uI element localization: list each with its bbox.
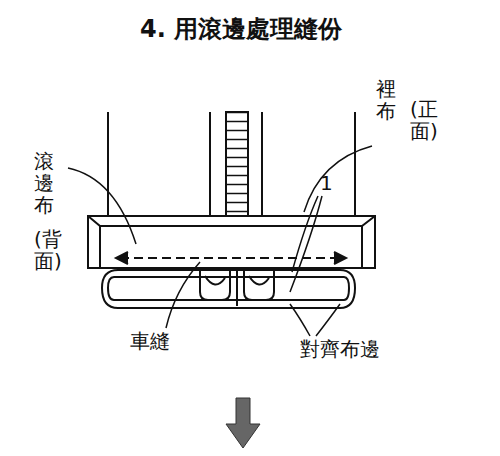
side-note: (正面) [410, 98, 430, 142]
down-arrow [226, 398, 260, 448]
part-label: 滾邊布 [34, 150, 54, 216]
part-label: 裡布 [376, 78, 396, 122]
callout-number: 1 [320, 172, 333, 194]
diagram-title: 4. 用滾邊處理縫份 [140, 16, 342, 42]
side-note: (背面) [34, 228, 54, 272]
part-label: 對齊布邊 [300, 338, 380, 360]
step-label: 車縫 [130, 330, 170, 352]
fabric-drawing [68, 112, 375, 336]
